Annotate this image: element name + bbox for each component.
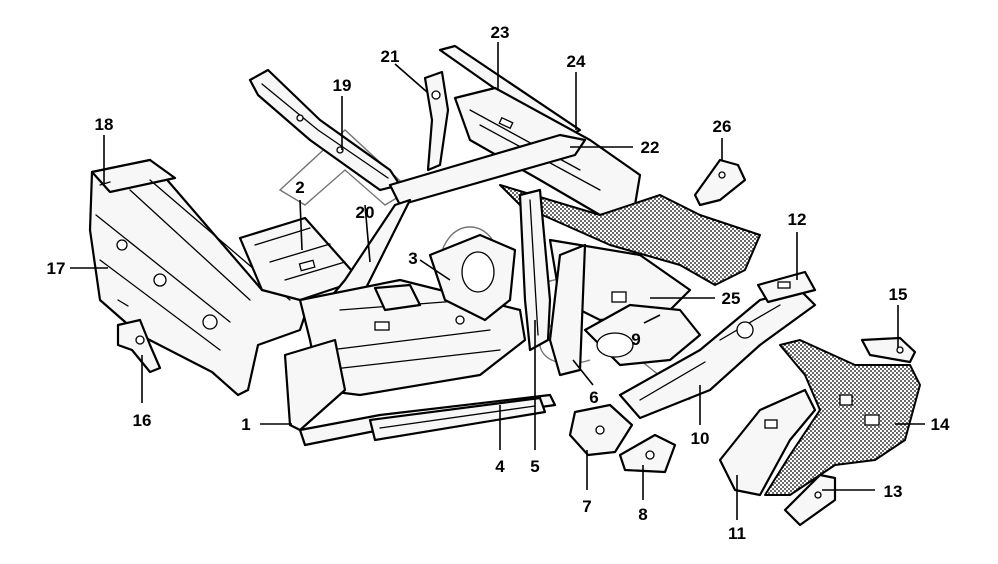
part-10-rear-frame [618, 288, 817, 420]
callout-20: 20 [356, 203, 375, 222]
part-11-quarter-frame [718, 388, 817, 497]
callout-25: 25 [722, 289, 741, 308]
part-14-quarter-panel [764, 339, 921, 496]
part-6-pillar-lower [548, 243, 587, 377]
callout-14: 14 [931, 415, 950, 434]
callout-18: 18 [95, 115, 114, 134]
callout-15: 15 [889, 285, 908, 304]
part-13-rear-corner [783, 473, 837, 527]
callout-13: 13 [884, 482, 903, 501]
callout-6: 6 [589, 388, 598, 407]
part-16-mount [116, 318, 162, 374]
callout-labels: 1 2 3 4 5 6 7 8 9 10 11 12 13 14 15 16 1… [47, 23, 950, 543]
part-12-bracket [756, 270, 817, 304]
callout-24: 24 [567, 52, 586, 71]
callout-3: 3 [408, 249, 417, 268]
callout-22: 22 [641, 138, 660, 157]
part-8-plate [618, 433, 677, 474]
callout-21: 21 [381, 47, 400, 66]
part-9-wheel-arch [583, 303, 702, 367]
part-15-bracket [860, 336, 917, 364]
callout-11: 11 [728, 524, 746, 543]
callout-5: 5 [530, 457, 539, 476]
part-3-wheelhouse [428, 233, 517, 322]
part-4-outer-sill [368, 396, 547, 442]
callout-1: 1 [241, 415, 250, 434]
part-21-pillar [423, 70, 450, 172]
leader-lines [70, 42, 925, 520]
callout-9: 9 [631, 330, 640, 349]
part-2-engine-panel [238, 216, 362, 302]
part-rear-floor-hatched [499, 184, 761, 286]
callout-4: 4 [495, 457, 505, 476]
part-26-bracket [693, 158, 747, 207]
callout-2: 2 [295, 178, 304, 197]
callout-7: 7 [582, 497, 591, 516]
part-7-bracket [568, 403, 634, 457]
callout-8: 8 [638, 505, 647, 524]
callout-16: 16 [133, 411, 152, 430]
callout-19: 19 [333, 76, 352, 95]
callout-17: 17 [47, 259, 66, 278]
callout-12: 12 [788, 210, 807, 229]
callout-10: 10 [691, 429, 710, 448]
part-19-upper-rail [248, 68, 402, 192]
callout-26: 26 [713, 117, 732, 136]
callout-23: 23 [491, 23, 510, 42]
part-5-b-pillar [518, 188, 552, 352]
